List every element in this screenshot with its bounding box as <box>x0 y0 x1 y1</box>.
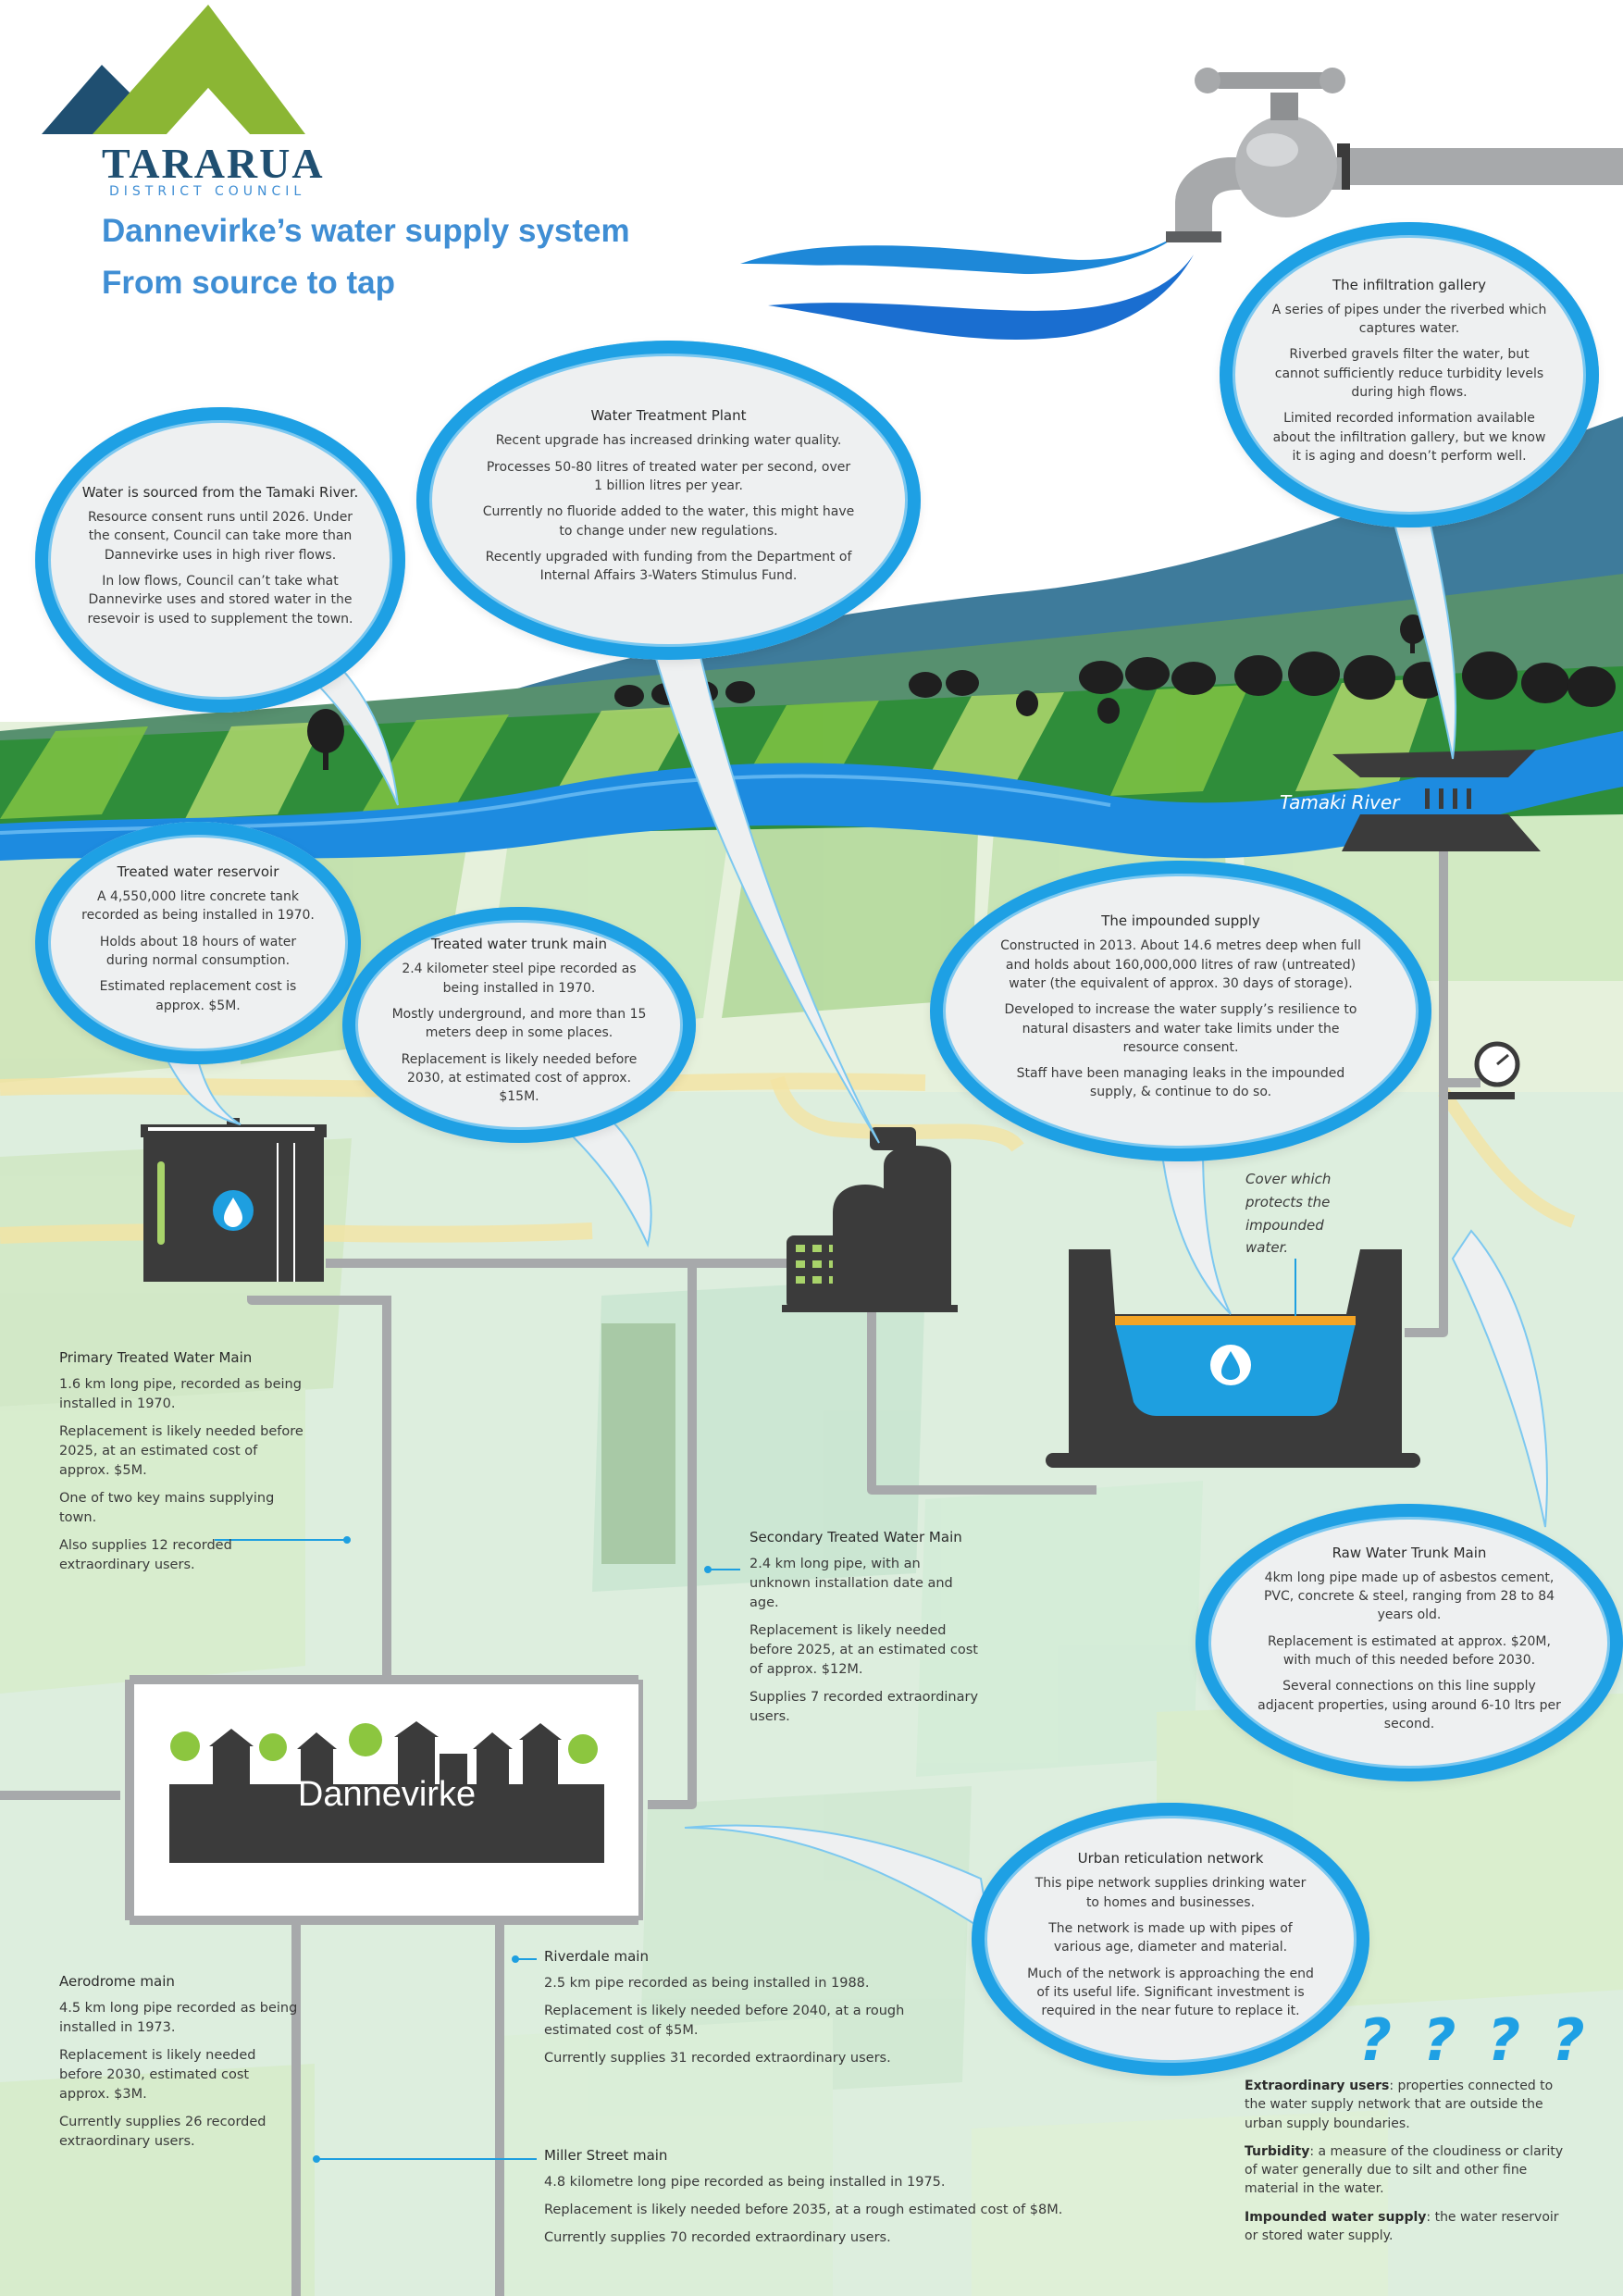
bubble-impounded-text: Constructed in 2013. About 14.6 metres d… <box>1000 938 1361 991</box>
main-riverdale-text: Currently supplies 31 recorded extraordi… <box>544 2051 891 2066</box>
bubble-reservoir-text: A 4,550,000 litre concrete tank recorded… <box>81 889 315 924</box>
bubble-gallery-title: The infiltration gallery <box>1332 276 1487 293</box>
bubble-trunk-title: Treated water trunk main <box>430 936 608 953</box>
page-subtitle: From source to tap <box>102 265 395 301</box>
main-aerodrome-text: 4.5 km long pipe recorded as being insta… <box>59 2001 298 2036</box>
main-primary-text: One of two key mains supplying town. <box>59 1491 275 1526</box>
main-miller-street-text: Replacement is likely needed before 2035… <box>544 2203 1063 2218</box>
bubble-raw-main: Raw Water Trunk Main 4km long pipe made … <box>1196 1504 1623 1781</box>
main-secondary-text: Supplies 7 recorded extraordinary users. <box>750 1690 979 1725</box>
bubble-treatment-text: Currently no fluoride added to the water… <box>482 504 855 539</box>
main-aerodrome: Aerodrome main 4.5 km long pipe recorded… <box>59 1973 300 2160</box>
town-sign-label: Dannevirke <box>297 1775 477 1814</box>
bubble-impounded: The impounded supply Constructed in 2013… <box>930 861 1431 1161</box>
glossary-term: Turbidity <box>1245 2143 1310 2159</box>
glossary-term: Extraordinary users <box>1245 2079 1390 2093</box>
main-aerodrome-title: Aerodrome main <box>59 1973 175 1990</box>
main-primary: Primary Treated Water Main 1.6 km long p… <box>59 1349 309 1583</box>
bubble-source-text: Resource consent runs until 2026. Under … <box>87 510 353 563</box>
bubble-source-text: In low flows, Council can’t take what Da… <box>87 574 353 627</box>
bubble-treatment-text: Recent upgrade has increased drinking wa… <box>495 433 842 449</box>
bubble-impounded-text: Developed to increase the water supply’s… <box>1004 1002 1357 1055</box>
bubble-urban: Urban reticulation network This pipe net… <box>972 1803 1369 2076</box>
bubble-raw-main-title: Raw Water Trunk Main <box>1332 1544 1487 1561</box>
glossary-definition: : a measure of the cloudiness or clarity… <box>1245 2143 1564 2197</box>
logo-name: TARARUA <box>102 140 325 187</box>
bubble-reservoir-text: Estimated replacement cost is approx. $5… <box>99 979 297 1013</box>
bubble-urban-text: The network is made up with pipes of var… <box>1048 1921 1293 1955</box>
bubble-trunk-text: Mostly underground, and more than 15 met… <box>391 1007 647 1041</box>
bubble-urban-title: Urban reticulation network <box>1077 1850 1264 1868</box>
main-miller-street: Miller Street main 4.8 kilometre long pi… <box>544 2147 1099 2256</box>
main-primary-title: Primary Treated Water Main <box>59 1349 253 1366</box>
bubble-urban-text: Much of the network is approaching the e… <box>1027 1966 1314 2019</box>
main-secondary-text: 2.4 km long pipe, with an unknown instal… <box>750 1557 953 1611</box>
glossary-definition: : the water reservoir or stored water su… <box>1245 2209 1559 2244</box>
main-riverdale: Riverdale main 2.5 km pipe recorded as b… <box>544 1948 970 2077</box>
question-marks-icon: ? ? ? ? <box>1358 2006 1591 2074</box>
bubble-gallery: The infiltration gallery A series of pip… <box>1220 222 1599 527</box>
main-aerodrome-text: Currently supplies 26 recorded extraordi… <box>59 2115 266 2150</box>
main-miller-street-title: Miller Street main <box>544 2147 668 2164</box>
main-aerodrome-text: Replacement is likely needed before 2030… <box>59 2048 256 2103</box>
bubble-gallery-text: Limited recorded information available a… <box>1272 411 1546 464</box>
bubble-reservoir: Treated water reservoir A 4,550,000 litr… <box>35 822 361 1064</box>
bubble-raw-main-text: Several connections on this line supply … <box>1258 1679 1561 1731</box>
logo-subtitle: DISTRICT COUNCIL <box>109 184 306 199</box>
glossary-definition: : properties connected to the water supp… <box>1245 2079 1554 2131</box>
bubble-urban-text: This pipe network supplies drinking wate… <box>1035 1876 1307 1910</box>
bubble-reservoir-title: Treated water reservoir <box>117 863 279 881</box>
bubble-reservoir-text: Holds about 18 hours of water during nor… <box>99 934 297 968</box>
bubble-gallery-text: Riverbed gravels filter the water, but c… <box>1274 347 1544 400</box>
main-miller-street-text: 4.8 kilometre long pipe recorded as bein… <box>544 2175 946 2190</box>
main-riverdale-text: 2.5 km pipe recorded as being installed … <box>544 1976 870 1991</box>
bubble-raw-main-text: 4km long pipe made up of asbestos cement… <box>1263 1570 1555 1623</box>
page-title: Dannevirke’s water supply system <box>102 213 630 249</box>
bubble-trunk: Treated water trunk main 2.4 kilometer s… <box>342 907 696 1143</box>
main-primary-text: Also supplies 12 recorded extraordinary … <box>59 1538 232 1573</box>
bubble-impounded-text: Staff have been managing leaks in the im… <box>1016 1066 1345 1100</box>
river-label: Tamaki River <box>1280 791 1400 813</box>
bubble-treatment-text: Recently upgraded with funding from the … <box>485 549 852 584</box>
bubble-impounded-title: The impounded supply <box>1101 912 1260 930</box>
glossary-item: Turbidity: a measure of the cloudiness o… <box>1245 2142 1568 2199</box>
bubble-raw-main-text: Replacement is estimated at approx. $20M… <box>1268 1633 1551 1668</box>
bubble-treatment-text: Processes 50-80 litres of treated water … <box>486 459 851 494</box>
bubble-treatment-title: Water Treatment Plant <box>590 407 747 425</box>
main-riverdale-title: Riverdale main <box>544 1948 649 1965</box>
main-secondary: Secondary Treated Water Main 2.4 km long… <box>750 1529 981 1735</box>
main-primary-text: 1.6 km long pipe, recorded as being inst… <box>59 1377 302 1412</box>
main-riverdale-text: Replacement is likely needed before 2040… <box>544 2004 905 2039</box>
bubble-source: Water is sourced from the Tamaki River. … <box>35 407 405 713</box>
main-miller-street-text: Currently supplies 70 recorded extraordi… <box>544 2230 891 2246</box>
bubble-source-title: Water is sourced from the Tamaki River. <box>81 484 359 502</box>
bubble-gallery-text: A series of pipes under the riverbed whi… <box>1271 302 1547 337</box>
glossary-item: Extraordinary users: properties connecte… <box>1245 2077 1568 2133</box>
glossary-term: Impounded water supply <box>1245 2209 1427 2225</box>
glossary-item: Impounded water supply: the water reserv… <box>1245 2208 1568 2246</box>
bubble-trunk-text: 2.4 kilometer steel pipe recorded as bei… <box>402 962 637 996</box>
glossary: Extraordinary users: properties connecte… <box>1245 2077 1568 2254</box>
bubble-trunk-text: Replacement is likely needed before 2030… <box>401 1051 638 1105</box>
main-primary-text: Replacement is likely needed before 2025… <box>59 1424 304 1479</box>
cover-note: Cover which protects the impounded water… <box>1245 1171 1332 1257</box>
main-secondary-title: Secondary Treated Water Main <box>750 1529 962 1545</box>
bubble-treatment: Water Treatment Plant Recent upgrade has… <box>416 341 921 660</box>
main-secondary-text: Replacement is likely needed before 2025… <box>750 1623 978 1678</box>
